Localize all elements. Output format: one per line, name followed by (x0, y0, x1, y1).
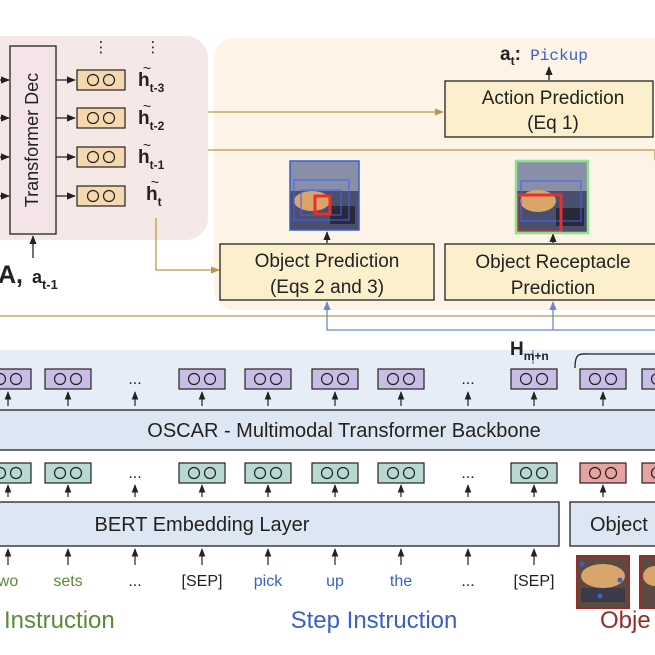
hidden-state-H: H (510, 339, 524, 360)
history-sub-t-1: t-1 (150, 158, 165, 172)
decoder-input-label: A, at-1 (0, 261, 58, 292)
goal-token-0: wo (0, 573, 18, 590)
output-ellipsis: ... (128, 371, 141, 388)
svg-text:ht: ht (146, 184, 162, 209)
history-labels: ht-3 ~ ht-2 ~ ht-1 ~ ht ~ (138, 60, 165, 209)
history-sub-t-3: t-3 (150, 81, 165, 95)
step-token-4: ... (461, 573, 474, 590)
svg-text:ht-2: ht-2 (138, 108, 165, 133)
history-node-t (76, 185, 126, 207)
decoder-history: ⋮ ⋮ (56, 39, 161, 207)
embedding-token-node (178, 462, 226, 484)
history-node-t-2 (76, 107, 126, 129)
action-output-sub: t (511, 54, 515, 68)
output-token-node (311, 368, 359, 390)
object-embedding-box (569, 501, 655, 547)
tilde-mark-3: ~ (143, 137, 151, 153)
history-node-t-1 (76, 146, 126, 168)
goal-token-1: sets (53, 573, 82, 590)
receptacle-prediction-image (514, 159, 590, 235)
object-region-image-2 (639, 555, 655, 609)
bert-embedding-box (0, 501, 560, 547)
goal-instruction-label: Instruction (4, 607, 115, 634)
receptacle-prediction-box (444, 243, 655, 301)
receptacle-prediction-line2: Prediction (511, 278, 596, 299)
decoder-input-a: a (32, 267, 43, 287)
embedding-token-node (0, 462, 32, 484)
backbone-to-heads-arrows (323, 301, 655, 364)
output-token-node (510, 368, 558, 390)
object-prediction-line2: (Eqs 2 and 3) (270, 277, 384, 298)
embedding-token-row: ...... (0, 462, 655, 497)
object-prediction-line1: Object Prediction (255, 251, 400, 272)
step-token-0: [SEP] (182, 573, 223, 590)
output-token-node (44, 368, 92, 390)
embedding-token-node (377, 462, 425, 484)
oscar-backbone-title: OSCAR - Multimodal Transformer Backbone (147, 420, 540, 442)
step-instruction-label: Step Instruction (291, 607, 458, 634)
object-embedding-title: Object (590, 514, 648, 536)
object-embedding-node (641, 462, 655, 484)
output-token-node (178, 368, 226, 390)
object-prediction-box (219, 243, 435, 301)
step-token-2: up (326, 573, 344, 590)
object-output-node (641, 368, 655, 390)
history-sub-t: t (158, 195, 162, 209)
head-connections (0, 108, 655, 317)
hidden-state-label: Hm+n (510, 339, 549, 363)
embedding-token-node (311, 462, 359, 484)
objects-label: Obje (600, 607, 651, 634)
decoder-input-A: A, (0, 261, 23, 289)
transformer-decoder-block (9, 45, 57, 235)
embedding-token-node (44, 462, 92, 484)
object-embedding-node (579, 462, 627, 484)
embedding-ellipsis: ... (461, 465, 474, 482)
tilde-mark-4: ~ (151, 174, 159, 190)
step-token-5: [SEP] (514, 573, 555, 590)
embedding-ellipsis: ... (128, 465, 141, 482)
output-token-node (244, 368, 292, 390)
input-arrows (4, 548, 538, 565)
svg-text:ht-1: ht-1 (138, 147, 165, 172)
history-label-t-1: h (138, 147, 150, 168)
step-token-3: the (390, 573, 412, 590)
transformer-decoder-label: Transformer Dec (22, 73, 42, 207)
tilde-mark-2: ~ (143, 98, 151, 114)
bert-embedding-title: BERT Embedding Layer (95, 514, 310, 536)
action-prediction-line1: Action Prediction (482, 88, 625, 109)
oscar-backbone-box (0, 409, 655, 451)
receptacle-prediction-line1: Object Receptacle (475, 252, 630, 273)
action-prediction-box (444, 80, 654, 138)
object-region-image-1 (576, 555, 630, 609)
action-output-label: a (500, 44, 511, 65)
object-brace (574, 353, 655, 369)
svg-text:ht-3: ht-3 (138, 70, 165, 95)
history-label-t: h (146, 184, 158, 205)
action-prediction-line2: (Eq 1) (527, 113, 579, 134)
history-ellipsis-1: ⋮ (94, 39, 109, 56)
history-sub-t-2: t-2 (150, 119, 165, 133)
action-output-value: Pickup (530, 47, 588, 65)
goal-token-2: ... (128, 573, 141, 590)
hidden-state-sub: m+n (524, 349, 549, 363)
decoder-input-arrows (0, 76, 10, 200)
history-node-t-3 (76, 69, 126, 91)
output-ellipsis: ... (461, 371, 474, 388)
action-output: at: Pickup (500, 44, 588, 68)
object-output-node (579, 368, 627, 390)
output-token-node (377, 368, 425, 390)
embedding-token-node (510, 462, 558, 484)
output-token-node (0, 368, 32, 390)
object-prediction-image (289, 160, 360, 231)
tilde-mark-1: ~ (143, 60, 151, 76)
decoder-input-sub: t-1 (42, 277, 58, 292)
step-token-1: pick (254, 573, 283, 590)
output-token-row: ...... (0, 368, 655, 406)
history-label-t-2: h (138, 108, 150, 129)
history-label-t-3: h (138, 70, 150, 91)
history-ellipsis-2: ⋮ (146, 39, 161, 56)
embedding-token-node (244, 462, 292, 484)
